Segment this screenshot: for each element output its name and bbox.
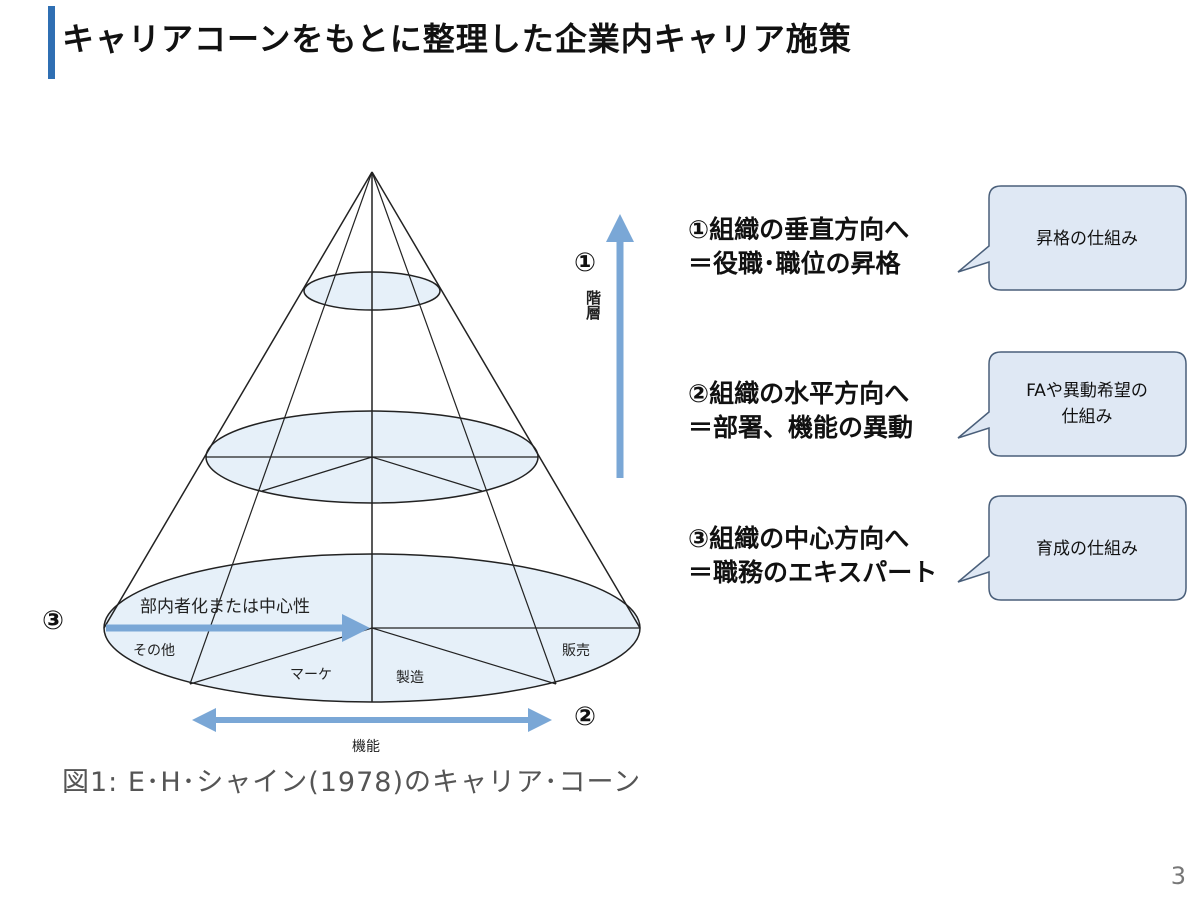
centrality-label: 部内者化または中心性 bbox=[140, 597, 310, 617]
marker-center: ③ bbox=[42, 606, 65, 636]
callout-1-line1: 昇格の仕組み bbox=[1036, 229, 1138, 249]
callout-3-line1: 育成の仕組み bbox=[1036, 539, 1138, 559]
axis-vertical-label: 階層 bbox=[584, 290, 602, 320]
measure-2-line1: ②組織の水平方向へ bbox=[688, 379, 910, 408]
measure-2-line2: ＝部署、機能の異動 bbox=[688, 413, 914, 442]
marker-vertical: ① bbox=[574, 248, 597, 278]
page-title: キャリアコーンをもとに整理した企業内キャリア施策 bbox=[62, 20, 852, 58]
measure-1-line1: ①組織の垂直方向へ bbox=[688, 215, 910, 244]
measure-3-line2: ＝職務のエキスパート bbox=[688, 558, 938, 587]
callout-2-line1: FAや異動希望の bbox=[1026, 381, 1148, 401]
title-accent-bar bbox=[48, 6, 55, 79]
measure-2-description: ②組織の水平方向へ ＝部署、機能の異動 bbox=[688, 377, 913, 445]
marker-horizontal: ② bbox=[574, 702, 597, 732]
axis-horizontal-label: 機能 bbox=[352, 739, 380, 755]
measure-1-line2: ＝役職･職位の昇格 bbox=[688, 249, 901, 278]
segment-manufacturing: 製造 bbox=[396, 670, 424, 686]
callout-1-text: 昇格の仕組み bbox=[987, 226, 1187, 252]
measure-3-line1: ③組織の中心方向へ bbox=[688, 524, 910, 553]
page-number: 3 bbox=[1170, 862, 1186, 890]
measure-1-description: ①組織の垂直方向へ ＝役職･職位の昇格 bbox=[688, 213, 909, 281]
callout-2-text: FAや異動希望の 仕組み bbox=[987, 378, 1187, 430]
callout-2-line2: 仕組み bbox=[1061, 407, 1113, 427]
measure-3-description: ③組織の中心方向へ ＝職務のエキスパート bbox=[688, 522, 937, 590]
segment-sales: 販売 bbox=[562, 643, 590, 659]
callout-3-text: 育成の仕組み bbox=[987, 536, 1187, 562]
segment-marketing: マーケ bbox=[290, 667, 332, 683]
segment-other: その他 bbox=[133, 643, 175, 659]
figure-caption: 図1: E･H･シャイン(1978)のキャリア･コーン bbox=[62, 767, 642, 798]
